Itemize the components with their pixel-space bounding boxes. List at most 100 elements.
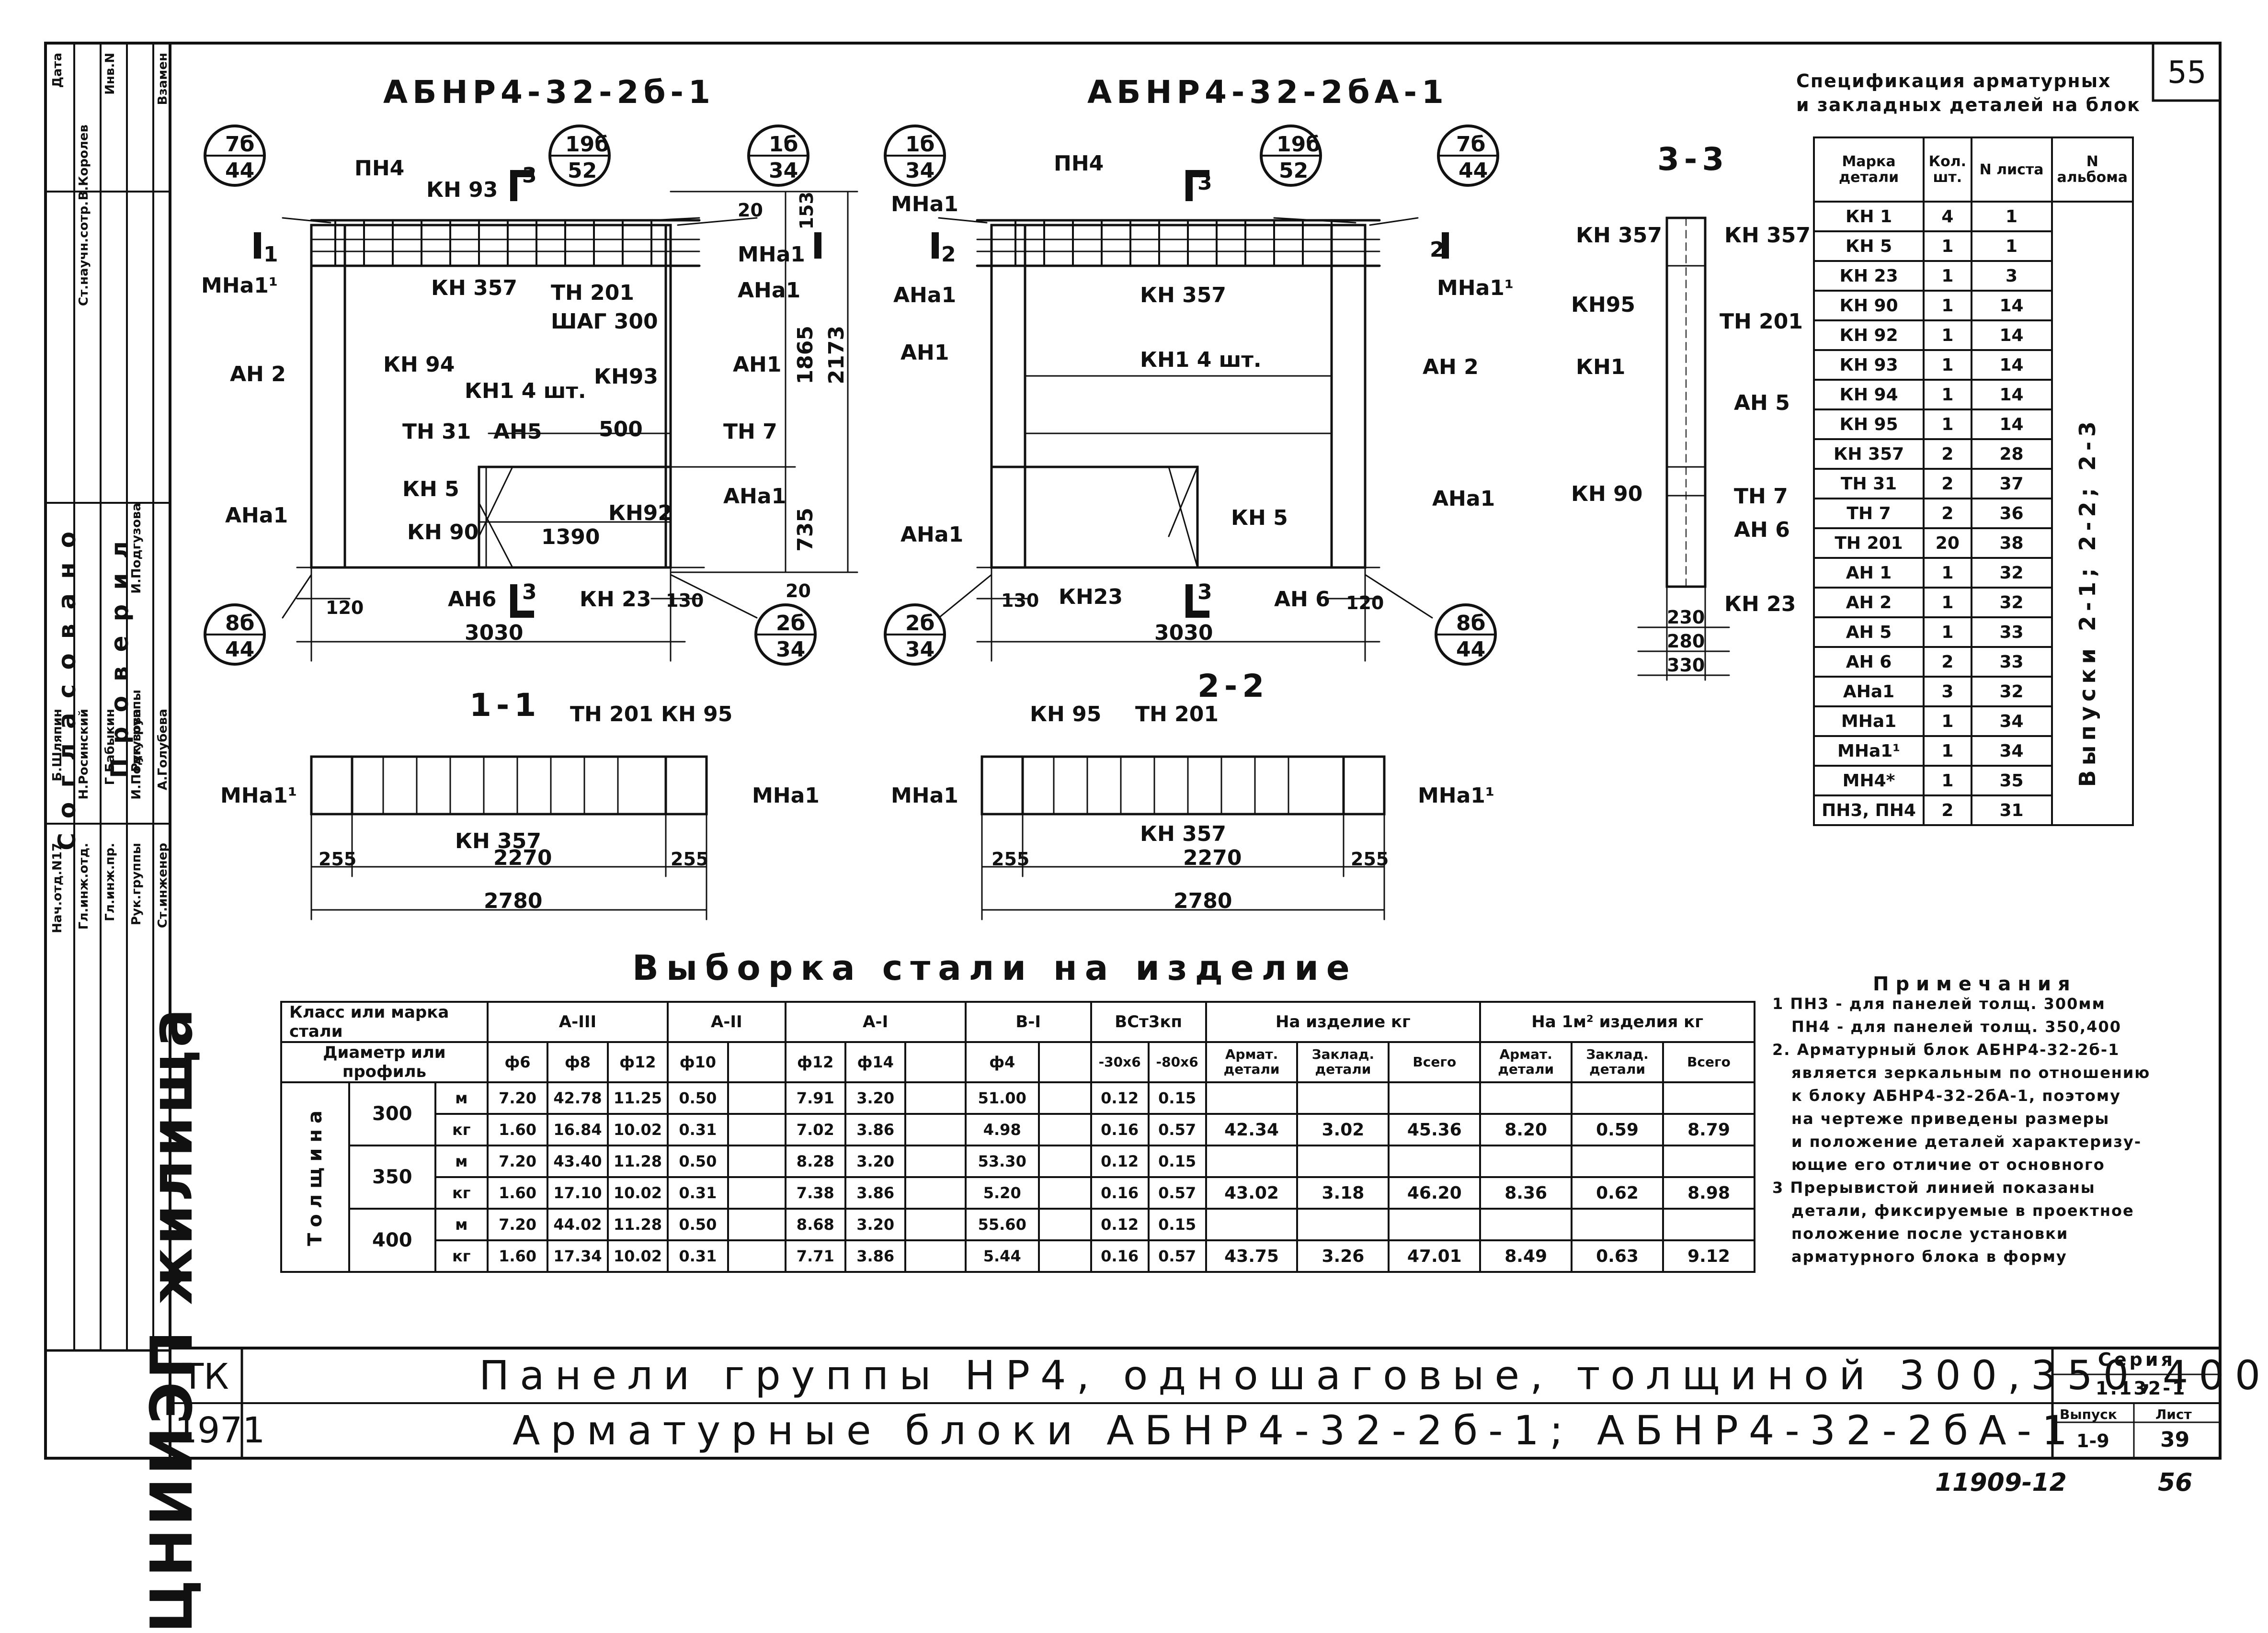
steel-total-cell: 42.34 xyxy=(1205,1113,1299,1146)
steel-unit: кг xyxy=(434,1176,489,1210)
spec-cell-mark: ТН 201 xyxy=(1812,527,1925,559)
label-kn93-top: КН 93 xyxy=(426,178,498,202)
steel-empty-cell xyxy=(727,1081,786,1115)
steel-value-cell: 11.28 xyxy=(606,1208,669,1241)
spec-cell-mark: КН 90 xyxy=(1812,290,1925,321)
steel-value-cell: 0.15 xyxy=(1147,1208,1207,1241)
r-circle-tl-top: 1б xyxy=(905,132,935,157)
s22-dim-255-left: 255 xyxy=(992,849,1030,870)
spec-cell-qty: 2 xyxy=(1923,794,1972,826)
stamp-box-date: Дата xyxy=(50,53,65,88)
label-tn201: ТН 201 xyxy=(551,281,635,305)
spec-cell-mark: КН 94 xyxy=(1812,379,1925,410)
dim-20-bot: 20 xyxy=(786,580,811,601)
steel-empty-cell xyxy=(904,1208,967,1241)
label-kn94: КН 94 xyxy=(383,352,455,377)
steel-total-empty xyxy=(1571,1081,1664,1115)
steel-value-cell: 3.86 xyxy=(844,1113,907,1146)
notes-title: Примечания xyxy=(1873,973,2077,995)
steel-empty-cell xyxy=(904,1239,967,1273)
footer-number: 11909-12 xyxy=(1935,1468,2067,1497)
dim-153: 153 xyxy=(796,192,817,230)
title-block-year: 1971 xyxy=(175,1410,265,1451)
steel-total-cell: 3.18 xyxy=(1296,1176,1390,1210)
label-ana1-right: АНа1 xyxy=(723,484,786,509)
steel-total-empty xyxy=(1205,1208,1299,1241)
steel-value-cell: 0.12 xyxy=(1090,1145,1150,1178)
steel-value-cell: 43.40 xyxy=(547,1145,609,1178)
r-label-an1: АН1 xyxy=(900,340,949,365)
steel-total-empty xyxy=(1662,1081,1756,1115)
s33-kn1: КН1 xyxy=(1576,355,1626,379)
r-section-mark-3-bot: 3 xyxy=(1197,580,1212,604)
steel-value-cell: 7.91 xyxy=(784,1081,847,1115)
steel-value-cell: 0.12 xyxy=(1090,1081,1150,1115)
series-label: Серия xyxy=(2098,1349,2176,1370)
steel-unit: м xyxy=(434,1208,489,1241)
steel-value-cell: 7.20 xyxy=(486,1208,549,1241)
steel-value-cell: 7.38 xyxy=(784,1176,847,1210)
s11-tn201: ТН 201 xyxy=(570,702,654,726)
steel-empty-cell xyxy=(727,1239,786,1273)
steel-d-empty2 xyxy=(904,1041,967,1083)
note-line: арматурного блока в форму xyxy=(1791,1247,2067,1266)
r-dim-3030: 3030 xyxy=(1154,621,1213,645)
steel-empty-cell xyxy=(727,1176,786,1210)
check-role-2: Рук.группы xyxy=(129,690,144,772)
spec-album-text: Выпуски 2-1; 2-2; 2-3 xyxy=(2074,417,2100,787)
spec-cell-mark: ПН3, ПН4 xyxy=(1812,794,1925,826)
steel-total-empty xyxy=(1662,1208,1756,1241)
spec-cell-mark: МН4* xyxy=(1812,765,1925,796)
steel-value-cell: 10.02 xyxy=(606,1176,669,1210)
steel-total-empty xyxy=(1388,1145,1482,1178)
label-kn23: КН 23 xyxy=(580,587,651,612)
spec-cell-sheet: 3 xyxy=(1970,260,2053,292)
steel-value-cell: 1.60 xyxy=(486,1113,549,1146)
circle-br-top: 2б xyxy=(776,611,806,635)
s33-kn357-right: КН 357 xyxy=(1724,223,1811,248)
spec-cell-mark: ТН 31 xyxy=(1812,468,1925,499)
steel-value-cell: 5.20 xyxy=(964,1176,1040,1210)
note-line: ПН4 - для панелей толщ. 350,400 xyxy=(1791,1018,2121,1036)
spec-cell-qty: 1 xyxy=(1923,319,1972,351)
sheet-number-box xyxy=(2152,42,2222,102)
steel-h-per-m2: На 1м² изделия кг xyxy=(1479,1001,1755,1043)
steel-total-cell: 43.02 xyxy=(1205,1176,1299,1210)
steel-d-80x6: -80х6 xyxy=(1147,1041,1207,1083)
steel-thickness-text: Толщина xyxy=(304,1104,326,1246)
check-role-1: Ст.научн.сотр. xyxy=(77,201,91,306)
steel-d-empty1 xyxy=(727,1041,786,1083)
spec-cell-sheet: 14 xyxy=(1970,408,2053,440)
steel-value-cell: 0.16 xyxy=(1090,1176,1150,1210)
s11-mna1: МНа1 xyxy=(752,783,820,808)
dim-500: 500 xyxy=(599,417,643,442)
spec-cell-qty: 4 xyxy=(1923,201,1972,232)
r-circle-br-bot: 44 xyxy=(1456,637,1486,662)
steel-thickness-value: 350 xyxy=(348,1145,436,1210)
title-block-code: ТК xyxy=(182,1356,229,1397)
s33-kn23: КН 23 xyxy=(1724,592,1796,616)
note-line: детали, фиксируемые в проектное xyxy=(1791,1202,2134,1220)
spec-cell-mark: КН 23 xyxy=(1812,260,1925,292)
spec-cell-qty: 1 xyxy=(1923,230,1972,262)
steel-h-a2: А-II xyxy=(667,1001,786,1043)
spec-cell-mark: КН 357 xyxy=(1812,438,1925,470)
spec-album-cell xyxy=(2051,201,2134,826)
spec-cell-mark: АНа1 xyxy=(1812,676,1925,707)
stamp-role-2: Гл.инж.отд. xyxy=(77,843,91,930)
r-circle-tl-bot: 34 xyxy=(905,159,935,183)
series-value: 1.132-1 xyxy=(2096,1378,2187,1399)
steel-total-empty xyxy=(1388,1208,1482,1241)
note-line: 2. Арматурный блок АБНР4-32-2б-1 xyxy=(1772,1041,2120,1059)
spec-cell-qty: 2 xyxy=(1923,468,1972,499)
s33-kn95: КН95 xyxy=(1571,293,1636,317)
steel-total-cell: 45.36 xyxy=(1388,1113,1482,1146)
r-label-kn5: КН 5 xyxy=(1231,506,1288,530)
steel-value-cell: 11.28 xyxy=(606,1145,669,1178)
steel-total-cell: 3.02 xyxy=(1296,1113,1390,1146)
spec-title-line1: Спецификация арматурных xyxy=(1796,70,2111,91)
r-label-kn23: КН23 xyxy=(1059,585,1123,609)
